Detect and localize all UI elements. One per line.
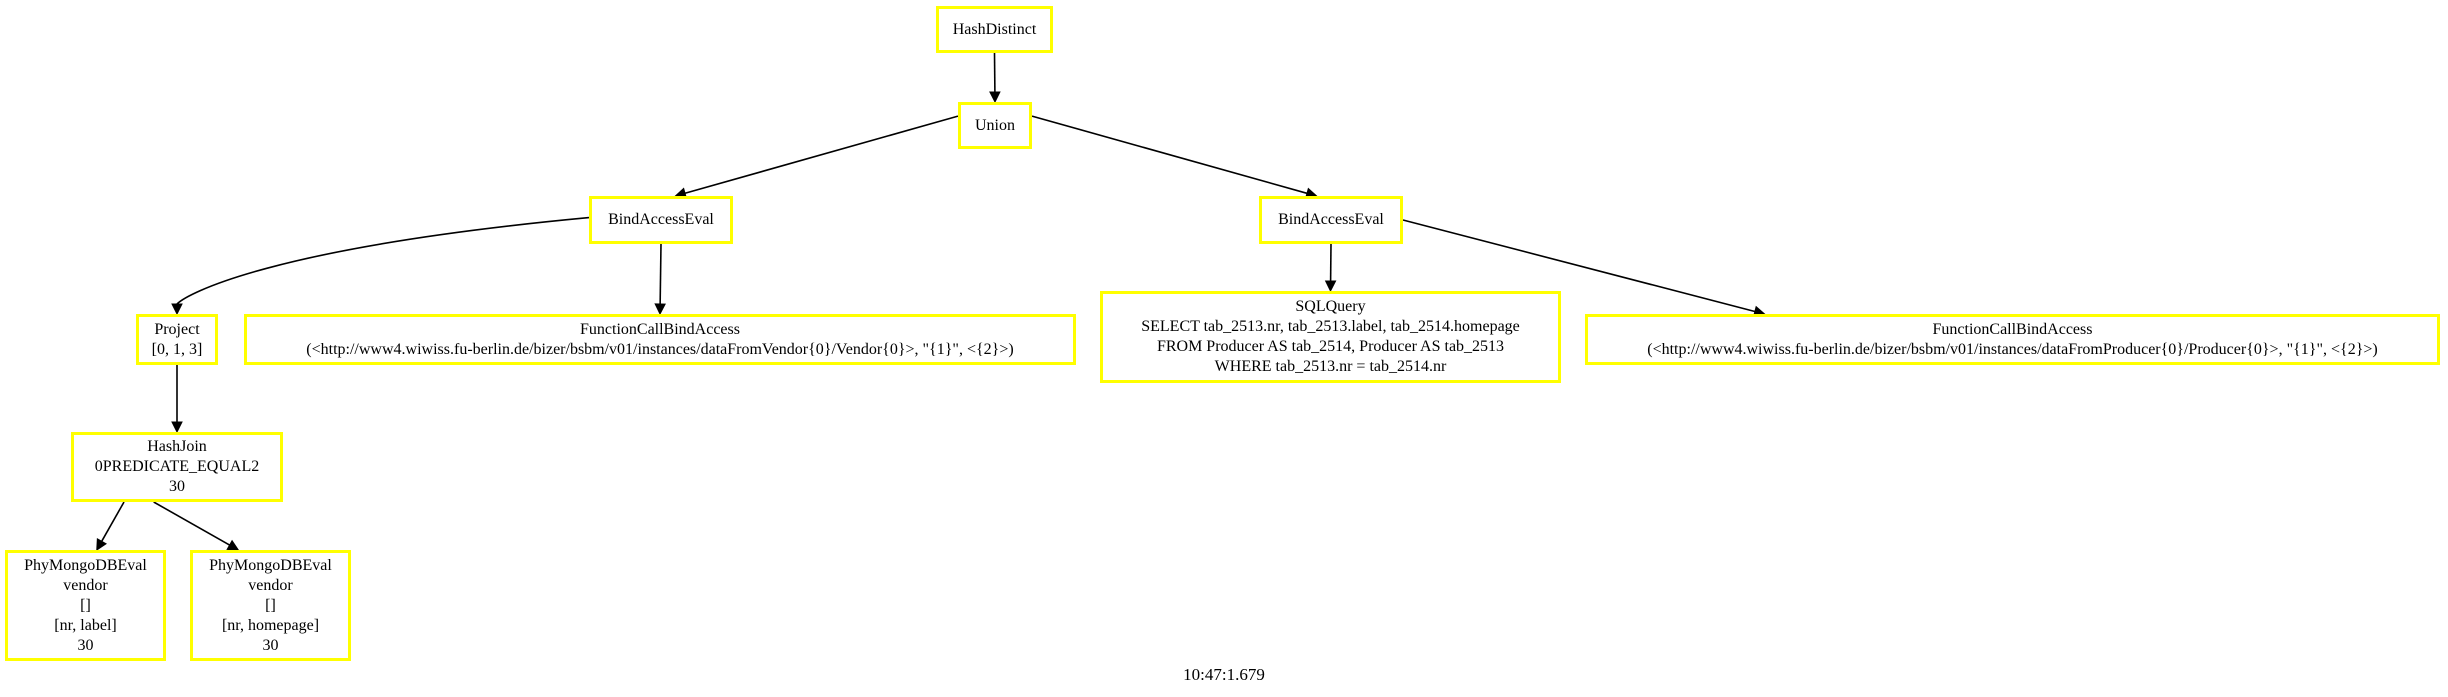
- node-hashdistinct[interactable]: HashDistinct: [936, 6, 1053, 53]
- edge-union-to-bindaccess_left: [684, 115, 959, 195]
- node-text-line: WHERE tab_2513.nr = tab_2514.nr: [1214, 358, 1447, 375]
- node-phy-mongodb-eval-right[interactable]: PhyMongoDBEval vendor [] [nr, homepage] 30: [190, 550, 351, 661]
- node-text-line: [0, 1, 3]: [151, 340, 203, 358]
- node-text-line: Union: [975, 116, 1015, 134]
- edge-bindaccess_left-to-fcba_vendor: [659, 243, 662, 305]
- node-bind-access-eval-left[interactable]: BindAccessEval: [589, 196, 733, 244]
- arrowhead-icon: [989, 91, 1001, 104]
- node-function-call-bind-access-vendor[interactable]: FunctionCallBindAccess (<http://www4.wiwi…: [244, 314, 1076, 365]
- node-text-line: 30: [169, 478, 185, 495]
- node-bind-access-eval-right[interactable]: BindAccessEval: [1259, 196, 1403, 244]
- edge-union-to-bindaccess_right: [1031, 115, 1308, 195]
- node-text-line: FunctionCallBindAccess: [1932, 320, 2093, 338]
- edge-bindaccess_left-to-project: [176, 216, 590, 305]
- arrowhead-icon: [171, 303, 183, 316]
- node-text-line: []: [80, 596, 91, 614]
- node-text-line: []: [265, 596, 276, 614]
- node-project[interactable]: Project [0, 1, 3]: [136, 314, 218, 365]
- node-text-line: vendor: [248, 576, 293, 594]
- node-hash-join[interactable]: HashJoin 0PREDICATE_EQUAL2 30: [71, 432, 283, 502]
- node-text-line: 30: [262, 636, 279, 654]
- edge-hashjoin-to-mongo_left: [101, 501, 125, 542]
- node-text-line: vendor: [63, 576, 108, 594]
- node-text-line: FROM Producer AS tab_2514, Producer AS t…: [1156, 338, 1505, 355]
- node-text-line: FunctionCallBindAccess: [580, 320, 740, 338]
- arrowhead-icon: [171, 421, 183, 434]
- node-text-line: SQLQuery: [1295, 298, 1366, 315]
- node-text-line: Project: [154, 320, 200, 338]
- node-phy-mongodb-eval-left[interactable]: PhyMongoDBEval vendor [] [nr, label] 30: [5, 550, 166, 661]
- node-text-line: 0PREDICATE_EQUAL2: [94, 458, 260, 475]
- node-text-line: PhyMongoDBEval: [209, 556, 332, 574]
- node-text-line: HashJoin: [147, 438, 207, 455]
- node-text-line: PhyMongoDBEval: [24, 556, 147, 574]
- node-text-line: BindAccessEval: [1278, 211, 1384, 228]
- node-function-call-bind-access-producer[interactable]: FunctionCallBindAccess (<http://www4.wiwi…: [1585, 314, 2440, 365]
- edge-hashjoin-to-mongo_right: [153, 501, 230, 546]
- node-text-line: [nr, homepage]: [221, 616, 320, 634]
- node-union[interactable]: Union: [958, 102, 1032, 149]
- node-text-line: HashDistinct: [952, 20, 1037, 38]
- arrowhead-icon: [96, 538, 108, 551]
- node-text-line: (<http://www4.wiwiss.fu-berlin.de/bizer/…: [1647, 340, 2378, 358]
- timestamp-label: 10:47:1.679: [1183, 665, 1265, 684]
- node-text-line: 30: [77, 636, 94, 654]
- node-text-line: [nr, label]: [54, 616, 117, 634]
- edge-bindaccess_right-to-fcba_producer: [1402, 219, 1756, 313]
- arrowhead-icon: [226, 539, 240, 551]
- arrowhead-icon: [654, 303, 666, 316]
- node-text-line: (<http://www4.wiwiss.fu-berlin.de/bizer/…: [306, 340, 1014, 358]
- node-text-line: BindAccessEval: [608, 211, 714, 228]
- arrowhead-icon: [1324, 280, 1337, 293]
- node-text-line: SELECT tab_2513.nr, tab_2513.label, tab_…: [1141, 318, 1520, 335]
